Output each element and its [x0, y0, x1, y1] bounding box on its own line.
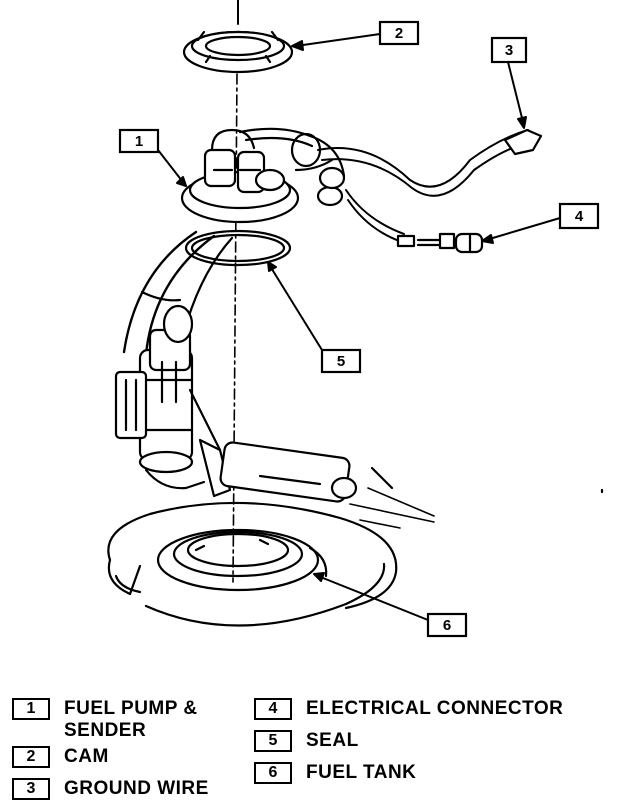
legend-label-line1: FUEL PUMP &	[64, 698, 198, 719]
fuel-pump-exploded-diagram: 1 2 3 4 5 6	[107, 0, 604, 638]
legend-item-5: 5 SEAL	[254, 730, 359, 752]
cam-ring-part	[182, 30, 294, 74]
legend-number-box: 6	[254, 762, 292, 784]
callout-2: 2	[378, 20, 420, 46]
leader-1-arrow	[176, 176, 187, 187]
legend-item-2: 2 CAM	[12, 746, 109, 768]
leader-6-arrow	[313, 572, 325, 582]
fuel-tank-part	[107, 466, 604, 627]
legend-label: ELECTRICAL CONNECTOR	[306, 698, 564, 719]
callout-4: 4	[558, 202, 600, 230]
seal-part	[184, 229, 292, 267]
callout-5-number: 5	[337, 353, 345, 370]
legend-label: CAM	[64, 746, 109, 767]
callout-1-number: 1	[135, 133, 143, 150]
legend-item-4: 4 ELECTRICAL CONNECTOR	[254, 698, 563, 720]
callout-4-number: 4	[575, 208, 584, 225]
leader-4	[485, 217, 561, 241]
leader-2-arrow	[291, 40, 304, 51]
legend-label: GROUND WIRE	[64, 778, 209, 799]
callout-3: 3	[490, 36, 528, 64]
legend-item-1: 1 FUEL PUMP & SENDER	[12, 698, 198, 742]
leader-4-arrow	[481, 234, 494, 244]
callout-6-number: 6	[443, 617, 451, 634]
legend-label-line2: SENDER	[64, 720, 147, 741]
leader-5-arrow	[267, 261, 277, 272]
legend-number-box: 1	[12, 698, 50, 720]
legend-number-box: 5	[254, 730, 292, 752]
fuel-pump-sender-part	[114, 127, 358, 503]
legend-number-box: 3	[12, 778, 50, 800]
callout-2-number: 2	[395, 25, 403, 42]
legend-label: FUEL PUMP & SENDER	[64, 698, 198, 742]
legend-number-box: 4	[254, 698, 292, 720]
legend-item-3: 3 GROUND WIRE	[12, 778, 209, 800]
parts-legend: 1 FUEL PUMP & SENDER 2 CAM 3 GROUND WIRE…	[0, 660, 624, 810]
legend-label: SEAL	[306, 730, 359, 751]
callout-3-number: 3	[505, 42, 513, 59]
leader-3-arrow	[517, 116, 527, 129]
leader-2	[295, 33, 381, 47]
assembly-axis	[232, 73, 238, 583]
callout-5: 5	[320, 348, 362, 374]
wire-harness	[317, 128, 543, 254]
legend-label: FUEL TANK	[306, 762, 417, 783]
leader-6	[317, 575, 429, 621]
legend-item-6: 6 FUEL TANK	[254, 762, 416, 784]
callout-6: 6	[426, 612, 468, 638]
leader-lines	[157, 33, 561, 621]
leader-5	[269, 265, 323, 351]
callout-1: 1	[118, 128, 160, 154]
leader-3	[507, 61, 525, 127]
legend-number-box: 2	[12, 746, 50, 768]
